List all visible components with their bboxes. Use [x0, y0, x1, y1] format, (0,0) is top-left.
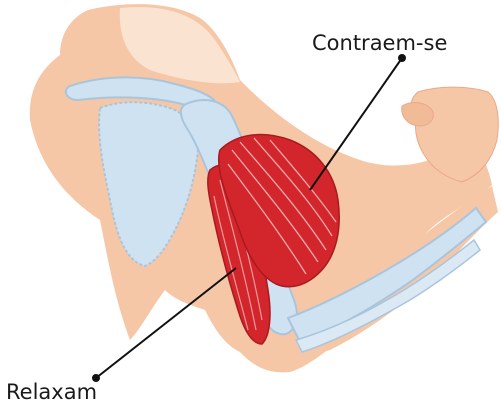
thumb	[402, 103, 434, 126]
label-relax: Relaxam	[6, 382, 97, 403]
label-contract: Contraem-se	[312, 33, 447, 54]
